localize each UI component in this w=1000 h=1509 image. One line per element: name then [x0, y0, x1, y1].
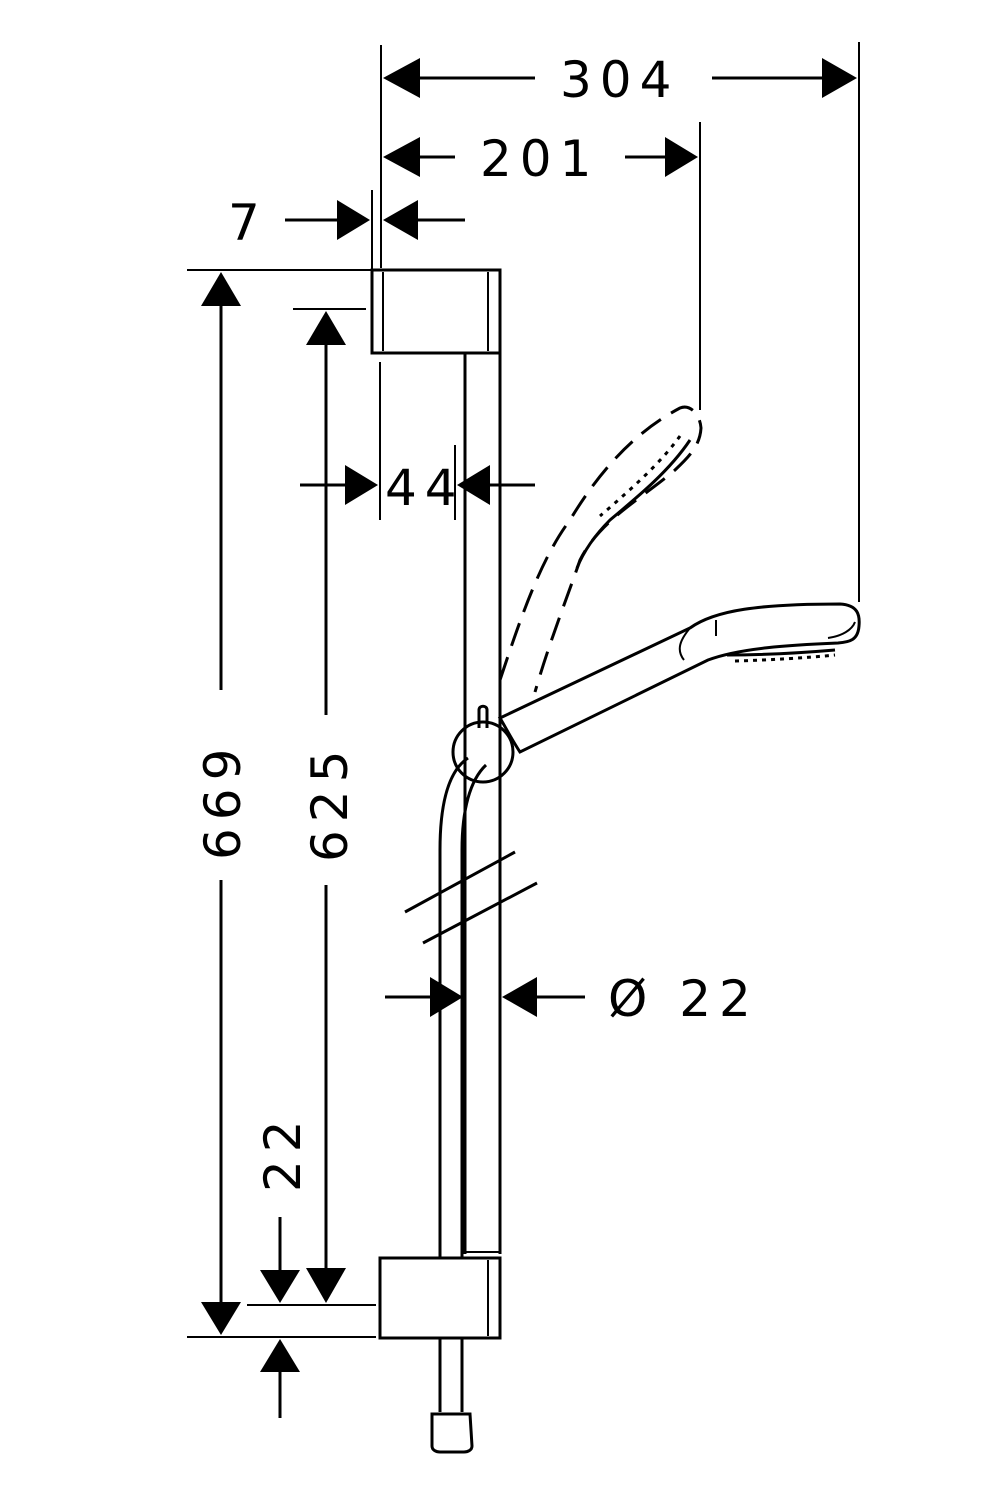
dimension-diameter-22: Ø 22: [385, 970, 759, 1028]
dimension-44-label: 44: [385, 459, 465, 517]
slider-holder: [451, 704, 515, 784]
dimension-625: 625: [301, 311, 359, 1303]
dimension-bottom-22-label: 22: [254, 1112, 312, 1192]
product-outline: [370, 268, 861, 1454]
dimension-201-label: 201: [480, 130, 599, 188]
dimension-201: 201: [383, 130, 698, 188]
hose-connector: [430, 1412, 474, 1454]
rail-break-marks: [404, 850, 538, 945]
dimension-7-label: 7: [228, 194, 268, 252]
dimension-304-label: 304: [560, 51, 679, 109]
dimension-7: 7: [228, 194, 465, 252]
dimension-625-label: 625: [301, 743, 359, 862]
top-wall-bracket: [370, 268, 502, 355]
shower-hose: [438, 756, 488, 1412]
dimension-diameter-22-label: Ø 22: [608, 970, 759, 1028]
slider-knob: [451, 720, 515, 784]
dimension-304: 304: [383, 51, 857, 109]
bottom-wall-bracket: [378, 1256, 502, 1340]
dimension-annotations: 304 201 7 44: [187, 42, 860, 1418]
hand-shower-tilted-position: [498, 405, 703, 693]
spray-face-texture: [726, 648, 836, 663]
hand-shower: [497, 602, 861, 754]
dimension-bottom-22: 22: [254, 1112, 312, 1418]
dimension-669: 669: [194, 272, 252, 1335]
dimension-669-label: 669: [194, 741, 252, 860]
dimension-44: 44: [300, 459, 535, 517]
